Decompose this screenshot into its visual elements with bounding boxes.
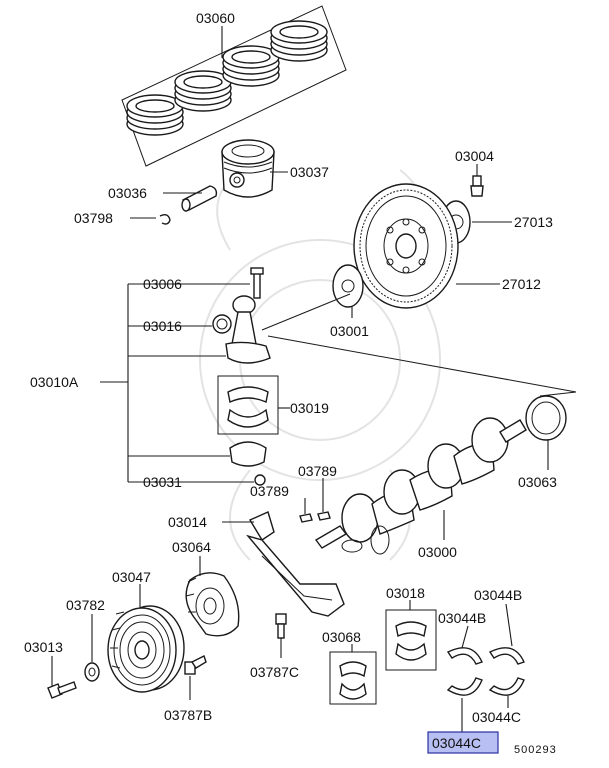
label-damper-pulley: 03047: [112, 569, 151, 585]
label-rod-bushing: 03016: [143, 318, 182, 334]
rod-bolt-part[interactable]: [250, 267, 264, 299]
rod-cap-part[interactable]: [229, 441, 267, 467]
label-rod-bolt: 03006: [143, 276, 182, 292]
label-piston: 03037: [290, 164, 329, 180]
label-key-a: 03789: [250, 483, 289, 499]
key-a-part[interactable]: [299, 513, 313, 523]
piston-part[interactable]: [221, 139, 275, 198]
flywheel-part[interactable]: [353, 183, 459, 309]
label-main-bearing-lower: 03068: [322, 629, 361, 645]
crank-sprocket-part[interactable]: [185, 572, 240, 637]
pulley-bolt-part[interactable]: [47, 681, 77, 699]
thrust-washer-c-part[interactable]: [488, 647, 525, 696]
label-crankshaft: 03000: [418, 544, 457, 560]
main-bearing-lower-part[interactable]: [339, 661, 367, 700]
label-rear-seal: 03063: [518, 474, 557, 490]
connecting-rod-part[interactable]: [225, 295, 271, 364]
label-rod-bearing: 03019: [290, 400, 329, 416]
highlighted-part-badge[interactable]: 03044C: [427, 731, 499, 754]
crankshaft-part[interactable]: [314, 417, 527, 555]
piston-rings-part[interactable]: [121, 5, 347, 167]
pin-clip-part[interactable]: [159, 213, 171, 225]
label-crank-sprocket: 03064: [172, 539, 211, 555]
label-flywheel-bolt: 03004: [455, 148, 494, 164]
label-rod-assembly: 03010A: [30, 374, 79, 390]
label-key-b: 03789: [298, 463, 337, 479]
label-rod-nut: 03031: [143, 474, 182, 490]
label-piston-pin: 03036: [108, 185, 147, 201]
washer-part[interactable]: [84, 662, 100, 682]
label-piston-rings: 03060: [196, 10, 235, 26]
oil-seal-case-part[interactable]: [246, 511, 345, 617]
label-washer: 03782: [66, 597, 105, 613]
label-damper-bolt: 03787B: [164, 707, 212, 723]
label-flywheel-plate: 27013: [514, 214, 553, 230]
label-oil-seal-case: 03014: [168, 514, 207, 530]
main-bearing-lower-box: [329, 651, 377, 705]
piston-pin-part[interactable]: [181, 185, 218, 212]
rod-bearing-part[interactable]: [227, 386, 269, 428]
spacer-plate-part[interactable]: [332, 264, 364, 308]
rod-bearing-box: [217, 375, 279, 435]
rod-bushing-part[interactable]: [212, 314, 232, 334]
label-main-bearing-upper: 03018: [386, 585, 425, 601]
key-b-part[interactable]: [317, 511, 331, 521]
label-thrust-washer-c: 03044C: [472, 709, 521, 725]
main-bearing-upper-part[interactable]: [395, 621, 427, 661]
label-pulley-bolt: 03013: [24, 639, 63, 655]
label-thrust-washer-b: 03044B: [438, 610, 486, 626]
flywheel-bolt-part[interactable]: [470, 175, 484, 197]
damper-pulley-part[interactable]: [107, 605, 185, 693]
label-flywheel: 27012: [502, 276, 541, 292]
rod-nut-part[interactable]: [254, 474, 266, 486]
label-spacer-plate: 03001: [330, 323, 369, 339]
label-pin-clip: 03798: [74, 210, 113, 226]
label-thrust-washer-b-top: 03044B: [474, 587, 522, 603]
damper-bolt-part[interactable]: [184, 655, 207, 675]
thrust-washer-b-part[interactable]: [446, 647, 483, 696]
main-bearing-upper-box: [385, 609, 437, 671]
diagram-code: 500293: [514, 744, 557, 756]
case-bolt-part[interactable]: [275, 613, 287, 639]
label-highlighted-part: 03044C: [432, 735, 481, 751]
label-case-bolt: 03787C: [250, 664, 299, 680]
rear-seal-part[interactable]: [525, 395, 567, 441]
